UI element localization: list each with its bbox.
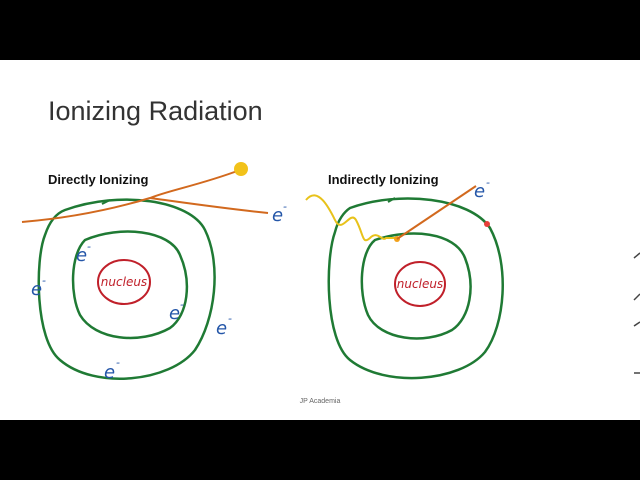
svg-text:-: - [42, 274, 46, 287]
electron: e - [104, 356, 120, 383]
footer-credit: JP Academia [299, 398, 341, 405]
ejected-electron-track [149, 197, 269, 214]
svg-text:-: - [87, 240, 91, 253]
left-nucleus [97, 259, 151, 305]
orbit-tick [101, 199, 111, 205]
impact-point [484, 221, 490, 227]
indirectly-ionizing-label: Indirectly Ionizing [328, 172, 439, 187]
left-atom: nucleus e - e - e - e - [21, 162, 287, 383]
svg-text:-: - [486, 176, 490, 189]
slide-title: Ionizing Radiation [48, 96, 263, 126]
left-inner-orbit [71, 230, 189, 340]
svg-text:e: e [104, 362, 115, 383]
slide: Ionizing Radiation Directly Ionizing Ind… [0, 60, 640, 420]
cropped-marks [633, 252, 640, 374]
orbit-tick [387, 197, 396, 203]
charged-particle-track [21, 169, 241, 223]
ionization-diagram: nucleus e - e - e - e - [21, 162, 640, 383]
electron: e - [31, 274, 46, 300]
right-atom: nucleus e - [305, 176, 504, 380]
secondary-electron-track [396, 185, 477, 240]
photon-wave [305, 194, 396, 242]
electron: e - [76, 240, 91, 266]
right-inner-orbit [360, 232, 472, 340]
electron: e - [169, 298, 184, 324]
svg-text:-: - [116, 356, 120, 369]
electron: e - [272, 200, 287, 226]
svg-text:e: e [272, 205, 283, 226]
svg-text:e: e [76, 245, 87, 266]
left-nucleus-label: nucleus [101, 275, 147, 289]
right-nucleus [394, 261, 446, 307]
left-outer-orbit [37, 198, 216, 380]
electron: e - [474, 176, 490, 202]
right-outer-orbit [327, 197, 504, 380]
electron: e - [216, 312, 232, 339]
svg-text:e: e [169, 303, 180, 324]
svg-text:e: e [216, 318, 227, 339]
svg-text:-: - [228, 312, 232, 325]
charged-particle [234, 162, 248, 176]
right-nucleus-label: nucleus [397, 277, 443, 291]
svg-text:-: - [283, 200, 287, 213]
svg-text:e: e [474, 181, 485, 202]
svg-text:e: e [31, 279, 42, 300]
svg-text:-: - [180, 298, 184, 311]
directly-ionizing-label: Directly Ionizing [48, 172, 149, 187]
